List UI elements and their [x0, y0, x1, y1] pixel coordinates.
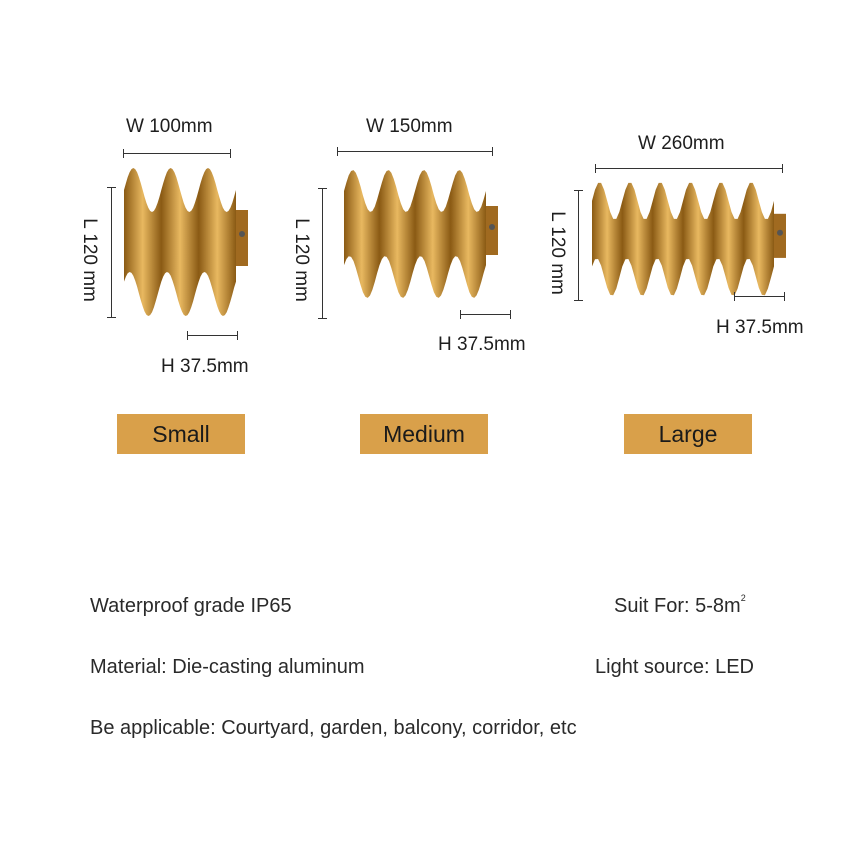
- width-label: W 100mm: [126, 116, 213, 137]
- mount-screw: [489, 224, 495, 230]
- lamp-medium-image: [344, 170, 498, 298]
- height-dimension-line: [460, 310, 511, 319]
- mount-screw: [239, 231, 245, 237]
- width-dimension-line: [595, 164, 783, 173]
- height-dimension-line: [734, 292, 785, 301]
- lamp-body: [124, 168, 236, 316]
- length-dimension-line: [574, 190, 583, 301]
- spec-light-source: Light source: LED: [595, 656, 754, 678]
- width-dimension-line: [337, 147, 493, 156]
- mount-screw: [777, 229, 783, 236]
- size-small-button[interactable]: Small: [117, 414, 245, 454]
- lamp-body: [592, 182, 774, 296]
- length-label: L 120 mm: [291, 218, 312, 302]
- length-dimension-line: [107, 187, 116, 318]
- height-label: H 37.5mm: [438, 334, 526, 355]
- length-dimension-line: [318, 188, 327, 319]
- lamp-body: [344, 170, 486, 298]
- spec-material: Material: Die-casting aluminum: [90, 656, 365, 678]
- length-label: L 120 mm: [547, 211, 568, 295]
- size-medium-button[interactable]: Medium: [360, 414, 488, 454]
- lamp-large-image: [592, 182, 786, 296]
- spec-waterproof: Waterproof grade IP65: [90, 595, 292, 617]
- lamp-small-image: [124, 168, 248, 316]
- spec-suit-for-text: Suit For: 5-8m: [614, 595, 741, 617]
- width-dimension-line: [123, 149, 231, 158]
- spec-suit-for-sup: 2: [740, 593, 746, 603]
- height-dimension-line: [187, 331, 238, 340]
- height-label: H 37.5mm: [161, 356, 249, 377]
- height-label: H 37.5mm: [716, 317, 804, 338]
- width-label: W 150mm: [366, 116, 453, 137]
- spec-suit-for: Suit For: 5-8m2: [614, 593, 746, 618]
- spec-applicable: Be applicable: Courtyard, garden, balcon…: [90, 717, 577, 739]
- width-label: W 260mm: [638, 133, 725, 154]
- size-large-button[interactable]: Large: [624, 414, 752, 454]
- length-label: L 120 mm: [79, 218, 100, 302]
